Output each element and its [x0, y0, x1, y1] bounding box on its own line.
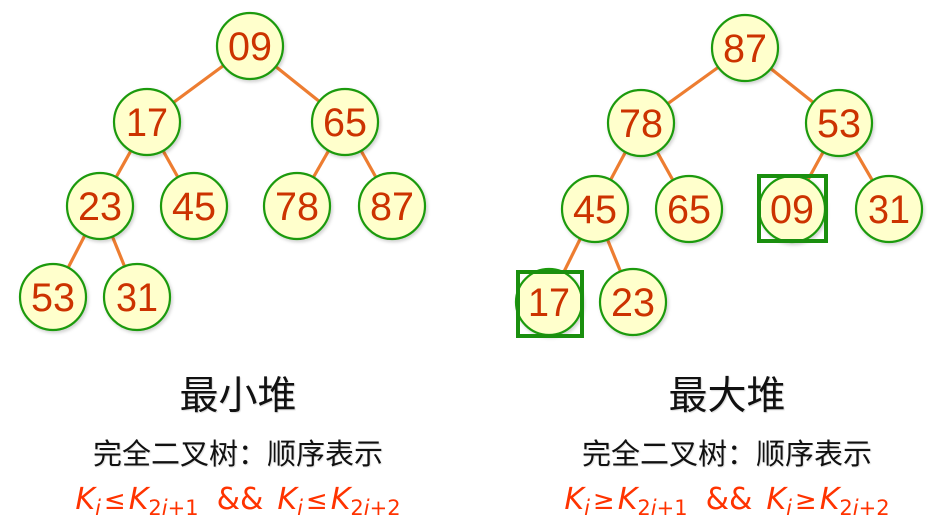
node-value: 23 — [78, 185, 122, 229]
tree-node-highlighted: 17 — [514, 267, 584, 338]
min-heap-tree: 09 17 65 23 45 78 87 53 — [18, 11, 427, 332]
tree-node: 45 — [560, 174, 630, 244]
node-value: 87 — [370, 185, 414, 229]
highlight-box — [757, 174, 828, 243]
tree-node: 65 — [654, 174, 724, 244]
min-heap-formula: Ki≤K2i+1&&Ki≤K2i+2 — [8, 478, 468, 523]
formula-and: && — [705, 482, 753, 517]
tree-node: 09 — [215, 11, 285, 81]
max-heap-formula: Ki≥K2i+1&&Ki≥K2i+2 — [497, 478, 932, 523]
formula-operator: ≥ — [592, 486, 615, 516]
node-value: 09 — [770, 188, 814, 232]
max-heap-edges — [547, 46, 891, 303]
node-value: 53 — [31, 276, 75, 320]
formula-sub-i: i — [852, 496, 859, 520]
formula-sub-i: i — [95, 496, 101, 520]
tree-node: 23 — [65, 171, 135, 241]
formula-sub-rest: +1 — [656, 496, 688, 520]
tree-node: 23 — [598, 267, 668, 337]
tree-node: 78 — [606, 88, 676, 158]
formula-sub-i: i — [297, 496, 303, 520]
formula-sub-num: 2 — [350, 496, 364, 520]
formula-k: K — [564, 482, 585, 517]
formula-operator: ≤ — [103, 486, 126, 516]
formula-k: K — [277, 482, 298, 517]
min-heap-edges — [51, 44, 394, 298]
node-value: 23 — [611, 281, 655, 325]
node-value: 78 — [275, 185, 319, 229]
node-value: 09 — [228, 25, 272, 69]
formula-k: K — [75, 482, 96, 517]
formula-and: && — [216, 482, 264, 517]
formula-sub-i: i — [161, 496, 168, 520]
tree-node: 17 — [112, 87, 182, 157]
formula-sub-rest: +2 — [858, 496, 890, 520]
tree-node: 87 — [357, 171, 427, 241]
node-value: 65 — [667, 188, 711, 232]
min-heap-subtitle: 完全二叉树：顺序表示 — [92, 437, 383, 471]
node-value: 65 — [323, 101, 367, 145]
formula-k: K — [617, 482, 638, 517]
node-value: 45 — [172, 185, 216, 229]
node-value: 17 — [126, 101, 168, 145]
tree-node: 31 — [102, 262, 172, 332]
tree-node: 65 — [310, 87, 380, 157]
tree-node: 45 — [159, 171, 229, 241]
node-value: 31 — [868, 188, 910, 232]
node-value: 87 — [723, 27, 767, 71]
max-heap-subtitle: 完全二叉树：顺序表示 — [581, 437, 872, 471]
formula-operator: ≤ — [305, 486, 328, 516]
tree-node: 53 — [804, 88, 874, 158]
min-heap-title: 最小堆 — [179, 374, 297, 419]
formula-sub-i: i — [584, 496, 590, 520]
formula-sub-num: 2 — [637, 496, 651, 520]
formula-sub-i: i — [650, 496, 657, 520]
formula-sub-rest: +1 — [167, 496, 199, 520]
formula-operator: ≥ — [794, 486, 817, 516]
formula-k: K — [766, 482, 787, 517]
tree-node-highlighted: 09 — [757, 174, 828, 244]
tree-node: 87 — [710, 13, 780, 83]
node-value: 31 — [116, 276, 158, 320]
node-value: 45 — [573, 188, 617, 232]
formula-sub-i: i — [363, 496, 370, 520]
tree-node: 31 — [854, 174, 924, 244]
node-value: 53 — [817, 102, 861, 146]
formula-sub-rest: +2 — [369, 496, 401, 520]
node-value: 17 — [528, 281, 570, 325]
node-value: 78 — [619, 102, 663, 146]
formula-sub-num: 2 — [839, 496, 853, 520]
formula-sub-i: i — [786, 496, 792, 520]
max-heap-title: 最大堆 — [668, 374, 786, 419]
formula-k: K — [819, 482, 840, 517]
formula-sub-num: 2 — [148, 496, 162, 520]
max-heap-tree: 87 78 53 45 65 09 31 17 — [514, 13, 924, 338]
formula-k: K — [330, 482, 351, 517]
tree-node: 53 — [18, 262, 88, 332]
highlight-box — [516, 270, 584, 338]
tree-node: 78 — [262, 171, 332, 241]
formula-k: K — [128, 482, 149, 517]
